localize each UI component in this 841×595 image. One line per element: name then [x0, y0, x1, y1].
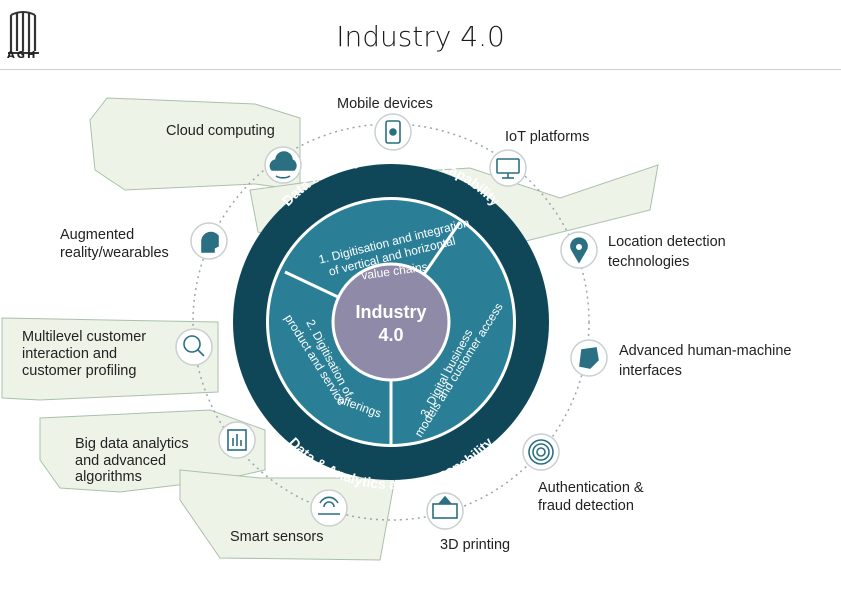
label-customer-3: customer profiling [22, 363, 136, 379]
node-sensors [310, 489, 348, 527]
label-hmi-1: Advanced human-machine [619, 343, 792, 359]
label-auth-1: Authentication & [538, 480, 644, 496]
label-location-2: technologies [608, 254, 689, 270]
cloud-icon [269, 151, 297, 179]
dotted-orbit [192, 123, 590, 521]
monitor-icon [496, 158, 520, 179]
label-customer-1: Multilevel customer [22, 329, 146, 345]
label-smart-sensors: Smart sensors [230, 529, 323, 545]
node-iot [489, 149, 527, 187]
fingerprint-icon [528, 439, 554, 465]
center-label-2: 4.0 [378, 325, 403, 345]
head-profile-icon [201, 231, 219, 253]
label-bigdata-3: algorithms [75, 469, 142, 485]
callout-customer [1, 317, 219, 401]
logo-text: AGH [7, 50, 38, 61]
center-label-1: Industry [355, 302, 426, 322]
title-divider [0, 69, 841, 70]
magnifier-user-icon [183, 335, 205, 357]
smartphone-icon [385, 120, 401, 144]
label-cloud-computing: Cloud computing [166, 123, 275, 139]
page-title: Industry 4.0 [336, 20, 505, 53]
robot-hand-icon [579, 347, 599, 369]
location-pin-icon [570, 237, 588, 264]
agh-logo-icon [8, 11, 39, 54]
label-customer-2: interaction and [22, 346, 117, 362]
data-chart-icon [227, 429, 247, 451]
node-customer [175, 328, 213, 366]
label-mobile-devices: Mobile devices [337, 96, 433, 112]
wireless-sensor-icon [318, 496, 340, 515]
printer-3d-icon [432, 495, 458, 519]
label-location-1: Location detection [608, 234, 726, 250]
label-hmi-2: interfaces [619, 363, 682, 379]
label-ar-2: reality/wearables [60, 245, 169, 261]
label-ar-1: Augmented [60, 227, 134, 243]
label-3d-printing: 3D printing [440, 537, 510, 553]
callout-cloud [89, 97, 301, 191]
node-3d [426, 492, 464, 530]
center-circle [331, 262, 451, 382]
label-iot-platforms: IoT platforms [505, 129, 589, 145]
label-auth-2: fraud detection [538, 498, 634, 514]
callout-sensors [179, 469, 396, 561]
label-bigdata-1: Big data analytics [75, 436, 189, 452]
label-bigdata-2: and advanced [75, 453, 166, 469]
